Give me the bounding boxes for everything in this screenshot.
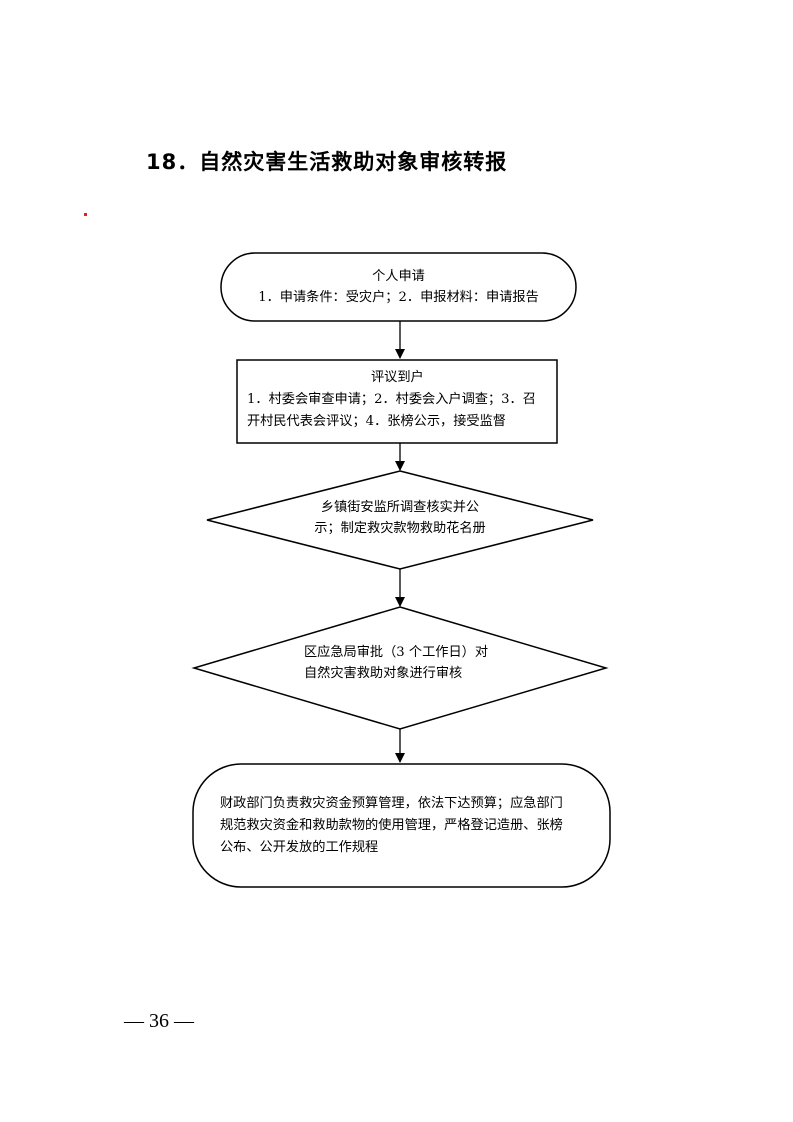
step-5-line-1: 财政部门负责救灾资金预算管理，依法下达预算；应急部门 (220, 796, 563, 811)
step-1-shape (220, 252, 577, 322)
step-4-text: 区应急局审批（3 个工作日）对 自然灾害救助对象进行审核 (304, 642, 488, 684)
step-5-line-2: 规范救灾资金和救助款物的使用管理，严格登记造册、张榜 (220, 818, 563, 833)
mark-dot (84, 213, 87, 216)
step-3-text: 乡镇街安监所调查核实并公 示；制定救灾款物救助花名册 (280, 497, 520, 539)
step-2-shape (236, 359, 558, 444)
page-title: 18．自然灾害生活救助对象审核转报 (146, 150, 508, 174)
step-2-heading: 评议到户 (371, 370, 424, 385)
step-1-text: 个人申请 1．申请条件：受灾户；2．申报材料：申请报告 (221, 266, 576, 308)
page-number: — 36 — (124, 1010, 194, 1032)
step-5-shape (192, 763, 611, 888)
step-3-line-1: 乡镇街安监所调查核实并公 (320, 500, 480, 515)
step-2-line-2: 开村民代表会评议；4．张榜公示，接受监督 (247, 414, 506, 429)
step-4-line-1: 区应急局审批（3 个工作日）对 (304, 645, 489, 660)
step-4-line-2: 自然灾害救助对象进行审核 (304, 666, 463, 681)
step-5-line-3: 公布、公开发放的工作规程 (220, 840, 379, 855)
step-3-line-2: 示；制定救灾款物救助花名册 (314, 521, 486, 536)
step-1-heading: 个人申请 (372, 269, 425, 284)
step-5-text: 财政部门负责救灾资金预算管理，依法下达预算；应急部门 规范救灾资金和救助款物的使… (220, 793, 563, 859)
step-1-line-1: 1．申请条件：受灾户；2．申报材料：申请报告 (258, 290, 539, 305)
step-2-line-1: 1．村委会审查申请；2．村委会入户调查；3．召 (247, 392, 536, 407)
